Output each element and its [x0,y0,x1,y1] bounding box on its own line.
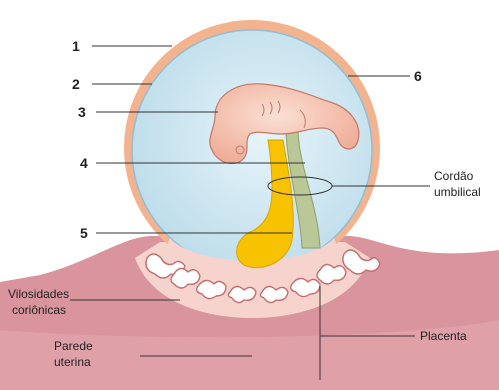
label-umbilical: umbilical [434,185,481,199]
label-5: 5 [80,225,88,241]
label-placenta: Placenta [420,329,467,343]
label-cordao: Cordão [434,169,474,183]
label-corionicas: coriônicas [12,303,66,317]
label-uterina: uterina [54,355,91,369]
label-4: 4 [80,155,88,171]
label-6: 6 [414,68,422,84]
label-1: 1 [72,38,80,54]
label-parede: Parede [54,339,93,353]
label-3: 3 [78,104,86,120]
label-vilosidades: Vilosidades [8,287,69,301]
label-2: 2 [72,76,80,92]
